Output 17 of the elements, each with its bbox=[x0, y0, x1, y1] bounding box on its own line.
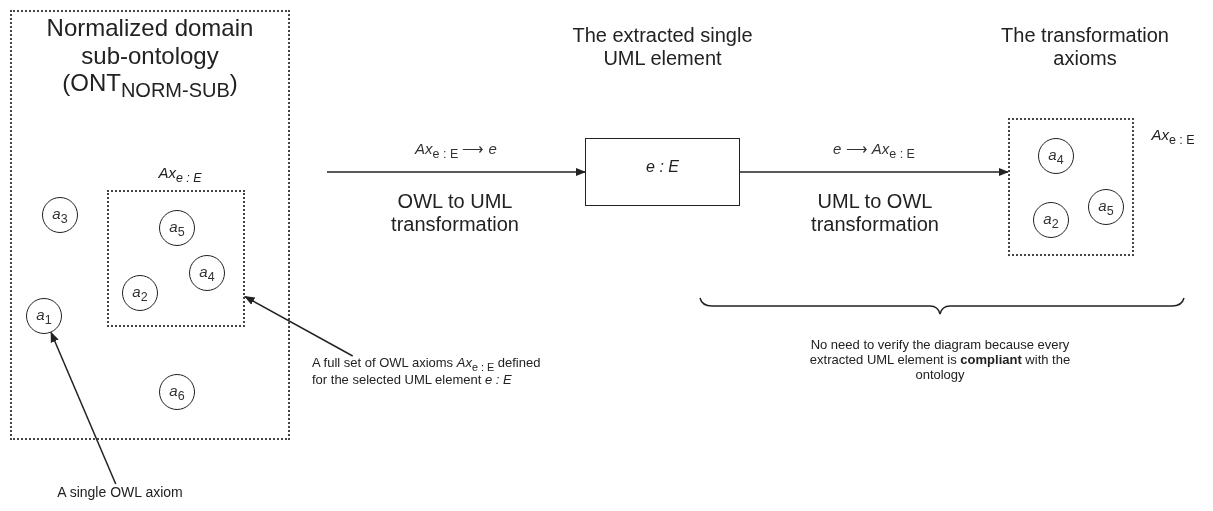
group-heading: The transformation axioms bbox=[1000, 24, 1170, 71]
arrow bbox=[739, 167, 1010, 177]
leader-line bbox=[244, 295, 354, 357]
leader-line bbox=[50, 331, 117, 485]
edge-label: e ⟶ Ax$_{e : E}$ bbox=[832, 140, 916, 163]
transformation-label: OWL to UML transformation bbox=[390, 190, 520, 237]
group-heading: Normalized domain sub-ontology (ONT$_{NORM-SUB}$) bbox=[45, 14, 255, 103]
annotation-text: A single OWL axiom bbox=[40, 484, 200, 504]
arrow bbox=[326, 167, 587, 177]
annotation-text: A full set of OWL axioms Ax$_{e : E}$ defined for the selected UML element e : E bbox=[312, 356, 542, 438]
note-text: No need to verify the diagram because every extracted UML element is compliant with the ontology bbox=[808, 338, 1072, 384]
element-heading: The extracted single UML element bbox=[571, 24, 754, 71]
element-label: e : E bbox=[645, 158, 680, 177]
set-label: Ax$_{e : E}$ bbox=[1150, 126, 1196, 149]
transformation-label: UML to OWL transformation bbox=[810, 190, 940, 237]
edge-label: Ax$_{e : E}$ ⟶ e bbox=[413, 140, 498, 163]
set-label: Ax$_{e : E}$ bbox=[157, 164, 203, 187]
